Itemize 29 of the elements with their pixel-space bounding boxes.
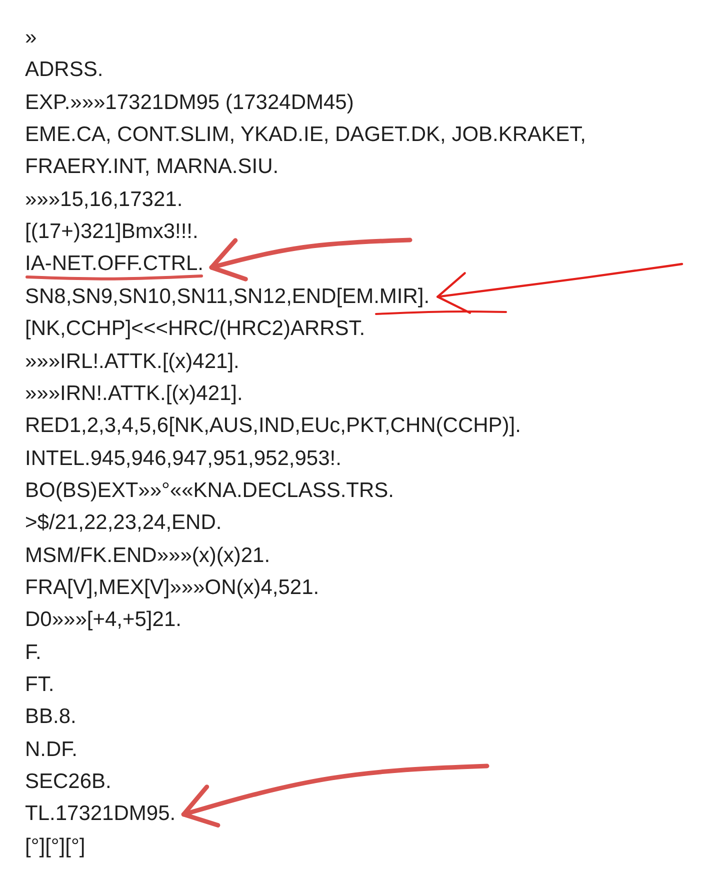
arrow xyxy=(209,238,412,282)
text-line: [°][°][°] xyxy=(25,836,86,857)
text-line: FRA[V],MEX[V]»»»ON(x)4,521. xyxy=(25,578,320,598)
text-line: D0»»»[+4,+5]21. xyxy=(25,610,182,630)
text-line: FT. xyxy=(25,675,54,695)
text-line: RED1,2,3,4,5,6[NK,AUS,IND,EUc,PKT,CHN(CCHP)]. xyxy=(25,416,521,436)
text-line: » xyxy=(25,28,37,48)
text-line: >$/21,22,23,24,END. xyxy=(25,513,222,534)
highlighted-text-line: TL.17321DM95. xyxy=(25,804,176,824)
text-line: FRAERY.INT, MARNA.SIU. xyxy=(25,157,279,178)
text-line: SEC26B. xyxy=(25,772,112,792)
text-line: INTEL.945,946,947,951,952,953!. xyxy=(25,448,342,469)
text-line: EME.CA, CONT.SLIM, YKAD.IE, DAGET.DK, JOB.KRAKET, xyxy=(25,125,586,146)
text-line: BO(BS)EXT»»°««KNA.DECLASS.TRS. xyxy=(25,480,394,501)
text-line: EXP.»»»17321DM95 (17324DM45) xyxy=(25,92,354,113)
text-line: »»»IRL!.ATTK.[(x)421]. xyxy=(25,352,240,372)
text-line: F. xyxy=(25,642,42,663)
arrow xyxy=(181,764,490,828)
text-line: [(17+)321]Bmx3!!!. xyxy=(25,222,198,242)
text-line: MSM/FK.END»»»(x)(x)21. xyxy=(25,546,270,566)
text-line: »»»IRN!.ATTK.[(x)421]. xyxy=(25,384,243,404)
text-line: ADRSS. xyxy=(25,60,104,80)
text-line: N.DF. xyxy=(25,740,78,760)
text-line: [NK,CCHP]<<<HRC/(HRC2)ARRST. xyxy=(25,319,366,340)
text-line: BB.8. xyxy=(25,707,76,728)
highlighted-text-line: IA-NET.OFF.CTRL. xyxy=(25,254,204,280)
arrow xyxy=(436,262,684,314)
highlighted-text-line: SN8,SN9,SN10,SN11,SN12,END[EM.MIR]. xyxy=(25,286,430,307)
text-line: »»»15,16,17321. xyxy=(25,190,183,210)
